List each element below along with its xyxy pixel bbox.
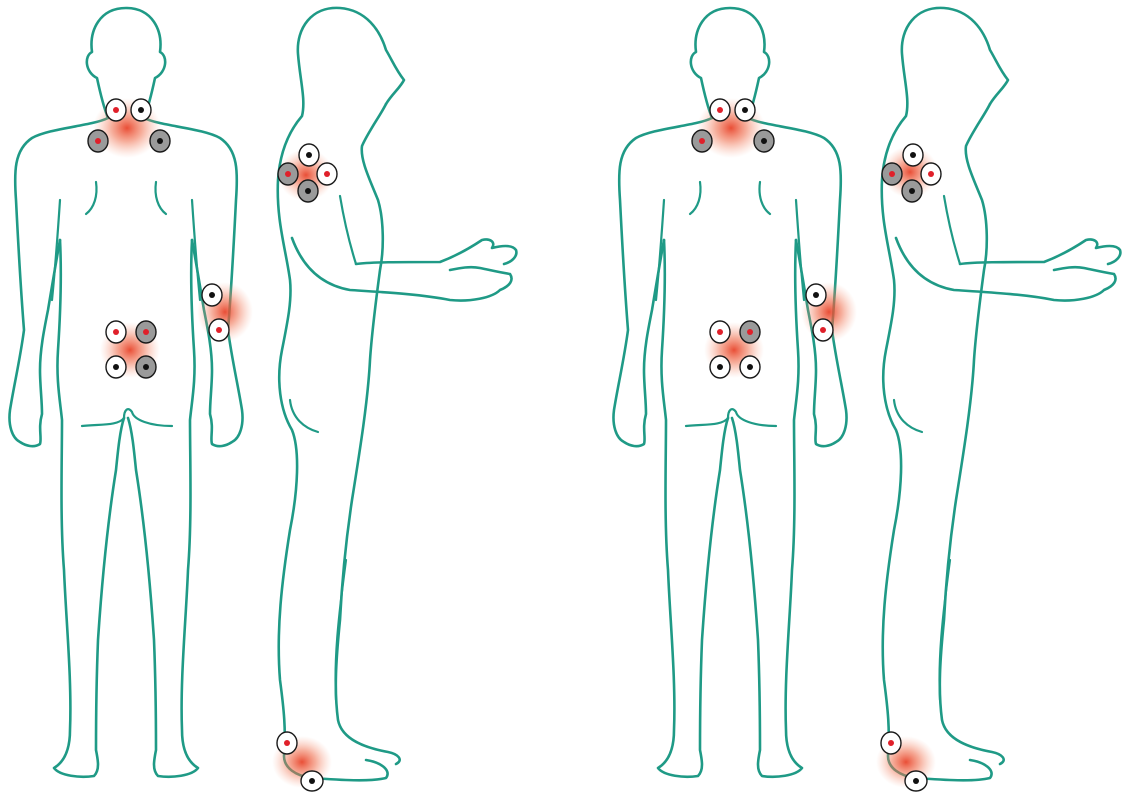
electrode-pad [740, 356, 760, 378]
red-dot [216, 327, 222, 333]
electrode-pad [882, 163, 902, 185]
red-dot [747, 329, 753, 335]
electrode-pad [903, 144, 923, 166]
black-dot [157, 138, 163, 144]
black-dot [717, 364, 723, 370]
electrode-pad [905, 771, 927, 791]
electrode-pad [881, 732, 901, 754]
red-dot [95, 138, 101, 144]
black-dot [138, 107, 144, 113]
red-dot [717, 107, 723, 113]
red-dot [113, 329, 119, 335]
black-dot [143, 364, 149, 370]
electrode-pad [209, 319, 229, 341]
electrode-pad [131, 99, 151, 121]
red-dot [889, 171, 895, 177]
red-dot [928, 171, 934, 177]
black-dot [761, 138, 767, 144]
black-dot [306, 152, 312, 158]
electrode-pad [136, 321, 156, 343]
electrode-pad [921, 163, 941, 185]
red-dot [888, 740, 894, 746]
red-dot [699, 138, 705, 144]
electrode-pad [277, 732, 297, 754]
electrode-pad [740, 321, 760, 343]
electrode-pad [106, 99, 126, 121]
electrode-pad [735, 99, 755, 121]
electrode-pad [202, 284, 222, 306]
panel-left [9, 8, 516, 791]
electrode-pad [298, 180, 318, 202]
red-dot [820, 327, 826, 333]
electrode-pad [710, 356, 730, 378]
pain-zones [93, 98, 334, 788]
electrode-pad [710, 321, 730, 343]
red-dot [284, 740, 290, 746]
red-dot [143, 329, 149, 335]
black-dot [747, 364, 753, 370]
electrode-pad [754, 130, 774, 152]
electrode-pad [710, 99, 730, 121]
electrode-pad [150, 130, 170, 152]
red-dot [324, 171, 330, 177]
electrode-pad [88, 130, 108, 152]
figure-side-view [278, 8, 517, 780]
electrode-pad [813, 319, 833, 341]
black-dot [113, 364, 119, 370]
red-dot [285, 171, 291, 177]
black-dot [909, 188, 915, 194]
red-dot [113, 107, 119, 113]
electrode-pad [106, 356, 126, 378]
black-dot [742, 107, 748, 113]
black-dot [309, 778, 315, 784]
red-dot [717, 329, 723, 335]
black-dot [910, 152, 916, 158]
panel-right [613, 8, 1120, 791]
electrode-pad [136, 356, 156, 378]
black-dot [305, 188, 311, 194]
electrode-pad [317, 163, 337, 185]
pain-zones [697, 98, 938, 788]
black-dot [209, 292, 215, 298]
electrode-pad [902, 180, 922, 202]
black-dot [913, 778, 919, 784]
electrode-pad [106, 321, 126, 343]
electrode-pad [806, 284, 826, 306]
electrode-pad [301, 771, 323, 791]
black-dot [813, 292, 819, 298]
electrode-pad [299, 144, 319, 166]
electrode-pad [278, 163, 298, 185]
figure-side-view [882, 8, 1121, 780]
electrode-pad [692, 130, 712, 152]
